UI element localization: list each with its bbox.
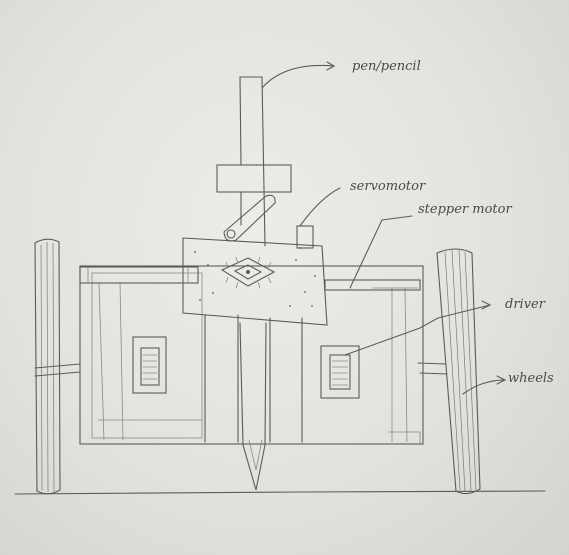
- label-wheels: wheels: [508, 371, 554, 386]
- pencil: [217, 77, 291, 490]
- right-wheel: [437, 249, 480, 494]
- label-driver: driver: [505, 297, 546, 312]
- wheels-leader-line: [463, 380, 505, 394]
- right-axle: [418, 363, 447, 374]
- driver-leader-line: [345, 305, 490, 355]
- pen-carriage: [205, 315, 302, 442]
- label-stepper-motor: stepper motor: [418, 202, 512, 217]
- leader-lines: [262, 62, 505, 394]
- servo-leader-line: [300, 188, 340, 226]
- chassis: [80, 266, 423, 444]
- mounting-plate: [183, 226, 327, 325]
- stepper-leader-line: [350, 216, 412, 288]
- pen-leader-arrow: [262, 65, 334, 88]
- right-driver: [321, 346, 359, 398]
- label-pen-pencil: pen/pencil: [352, 59, 421, 74]
- servo-arm: [224, 195, 275, 241]
- left-driver: [133, 337, 166, 393]
- label-servomotor: servomotor: [350, 179, 426, 194]
